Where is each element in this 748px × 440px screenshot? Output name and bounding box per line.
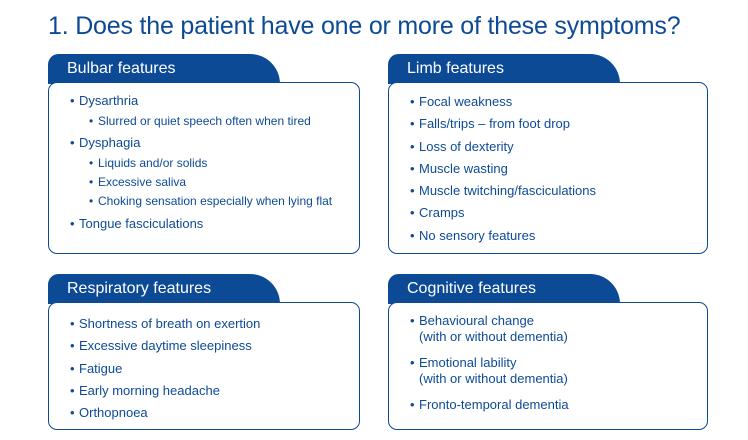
bulbar-list: Dysarthria Slurred or quiet speech often…	[70, 92, 353, 232]
list-item: Falls/trips – from foot drop	[410, 113, 701, 136]
bulbar-heading: Bulbar features	[48, 54, 280, 84]
list-item: Cramps	[410, 202, 701, 225]
sub-list-item: Excessive saliva	[89, 173, 353, 192]
respiratory-list: Shortness of breath on exertion Excessiv…	[70, 313, 353, 425]
list-item-text: Dysarthria	[79, 93, 139, 108]
sub-list: Slurred or quiet speech often when tired	[79, 112, 353, 131]
respiratory-heading: Respiratory features	[48, 274, 280, 304]
list-item-line: Behavioural change	[419, 313, 534, 328]
sub-list-item: Slurred or quiet speech often when tired	[89, 112, 353, 131]
list-item: Early morning headache	[70, 380, 353, 403]
sub-list-item: Liquids and/or solids	[89, 154, 353, 173]
list-item-line: Fronto-temporal dementia	[419, 397, 569, 412]
list-item: No sensory features	[410, 225, 701, 248]
limb-box: Focal weakness Falls/trips – from foot d…	[388, 82, 708, 254]
sub-list-item: Choking sensation especially when lying …	[89, 192, 353, 211]
list-item: Dysarthria Slurred or quiet speech often…	[70, 92, 353, 131]
list-item: Focal weakness	[410, 91, 701, 114]
list-item: Tongue fasciculations	[70, 215, 353, 232]
list-item: Fatigue	[70, 358, 353, 381]
cognitive-box: Behavioural change (with or without deme…	[388, 302, 708, 430]
list-item: Loss of dexterity	[410, 136, 701, 159]
list-item-line: (with or without dementia)	[419, 371, 568, 386]
list-item-line: (with or without dementia)	[419, 329, 568, 344]
cognitive-heading: Cognitive features	[388, 274, 620, 304]
limb-list: Focal weakness Falls/trips – from foot d…	[410, 91, 701, 247]
list-item: Fronto-temporal dementia	[410, 397, 701, 413]
list-item: Dysphagia Liquids and/or solids Excessiv…	[70, 134, 353, 211]
list-item: Behavioural change (with or without deme…	[410, 313, 701, 345]
list-item-line: Emotional lability	[419, 355, 517, 370]
limb-heading: Limb features	[388, 54, 620, 84]
list-item: Orthopnoea	[70, 402, 353, 425]
list-item: Muscle twitching/fasciculations	[410, 180, 701, 203]
page-title: 1. Does the patient have one or more of …	[48, 12, 681, 40]
list-item: Shortness of breath on exertion	[70, 313, 353, 336]
cognitive-list: Behavioural change (with or without deme…	[410, 313, 701, 413]
list-item: Emotional lability (with or without deme…	[410, 355, 701, 387]
sub-list: Liquids and/or solids Excessive saliva C…	[79, 154, 353, 211]
list-item: Excessive daytime sleepiness	[70, 335, 353, 358]
bulbar-box: Dysarthria Slurred or quiet speech often…	[48, 82, 360, 254]
list-item: Muscle wasting	[410, 158, 701, 181]
list-item-text: Dysphagia	[79, 135, 141, 150]
respiratory-box: Shortness of breath on exertion Excessiv…	[48, 302, 360, 430]
